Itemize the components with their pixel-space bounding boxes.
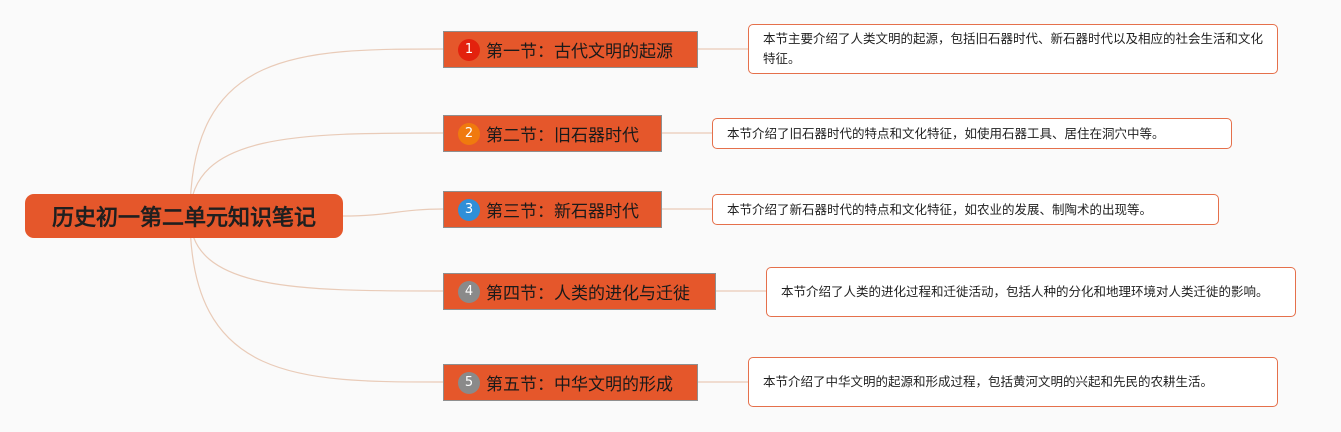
topic-section-4[interactable]: 4 第四节：人类的进化与迁徙	[443, 273, 716, 310]
note-text: 本节介绍了旧石器时代的特点和文化特征，如使用石器工具、居住在洞穴中等。	[727, 125, 1165, 141]
note-text: 本节介绍了新石器时代的特点和文化特征，如农业的发展、制陶术的出现等。	[727, 201, 1153, 217]
topic-section-5[interactable]: 5 第五节：中华文明的形成	[443, 364, 698, 401]
topic-label: 第五节：中华文明的形成	[486, 375, 673, 395]
central-topic-label: 历史初一第二单元知识笔记	[51, 206, 316, 231]
note-section-2[interactable]: 本节介绍了旧石器时代的特点和文化特征，如使用石器工具、居住在洞穴中等。	[712, 118, 1232, 149]
topic-section-2[interactable]: 2 第二节：旧石器时代	[443, 115, 662, 152]
topic-label: 第一节：古代文明的起源	[486, 42, 673, 62]
central-topic[interactable]: 历史初一第二单元知识笔记	[25, 194, 343, 238]
number-badge-icon: 4	[458, 280, 480, 303]
branch-connector-1	[189, 48, 444, 217]
note-text: 本节主要介绍了人类文明的起源，包括旧石器时代、新石器时代以及相应的社会生活和文化…	[763, 31, 1264, 66]
topic-label: 第二节：旧石器时代	[486, 126, 639, 146]
branch-connector-4	[189, 215, 444, 292]
topic-section-3[interactable]: 3 第三节：新石器时代	[443, 191, 662, 228]
branch-connector-3	[342, 208, 444, 217]
number-badge-icon: 3	[458, 198, 480, 221]
note-section-4[interactable]: 本节介绍了人类的进化过程和迁徙活动，包括人种的分化和地理环境对人类迁徙的影响。	[766, 267, 1296, 317]
note-section-5[interactable]: 本节介绍了中华文明的起源和形成过程，包括黄河文明的兴起和先民的农耕生活。	[748, 357, 1278, 407]
note-text: 本节介绍了中华文明的起源和形成过程，包括黄河文明的兴起和先民的农耕生活。	[763, 374, 1214, 389]
branch-connector-2	[189, 132, 444, 217]
number-badge-icon: 2	[458, 122, 480, 145]
topic-section-1[interactable]: 1 第一节：古代文明的起源	[443, 31, 698, 68]
topic-label: 第四节：人类的进化与迁徙	[486, 284, 690, 304]
number-badge-icon: 5	[458, 371, 480, 394]
topic-label: 第三节：新石器时代	[486, 202, 639, 222]
note-text: 本节介绍了人类的进化过程和迁徙活动，包括人种的分化和地理环境对人类迁徙的影响。	[781, 284, 1269, 299]
number-badge-icon: 1	[458, 38, 480, 61]
note-section-3[interactable]: 本节介绍了新石器时代的特点和文化特征，如农业的发展、制陶术的出现等。	[712, 194, 1219, 225]
note-section-1[interactable]: 本节主要介绍了人类文明的起源，包括旧石器时代、新石器时代以及相应的社会生活和文化…	[748, 24, 1278, 74]
branch-connector-5	[189, 215, 444, 383]
